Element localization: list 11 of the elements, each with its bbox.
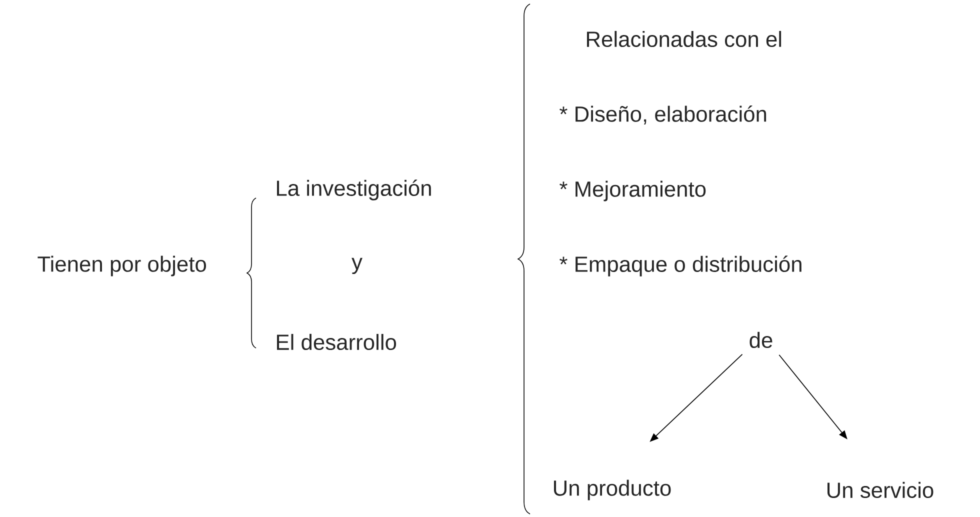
node-text: de (750, 332, 772, 348)
label-text: La investigación (277, 180, 431, 200)
label-text: Tienen por objeto (38, 256, 206, 276)
label-text: * Diseño, elaboración (560, 106, 766, 124)
node-text: Un servicio (828, 482, 934, 498)
label-text: * Mejoramiento (560, 180, 706, 202)
label-text: y (352, 258, 362, 274)
node-text: Un producto (554, 480, 671, 500)
label-text: * Empaque o distribución (560, 256, 802, 276)
label-text: El desarrollo (277, 334, 396, 350)
label-text: Relacionadas con el (587, 30, 782, 48)
